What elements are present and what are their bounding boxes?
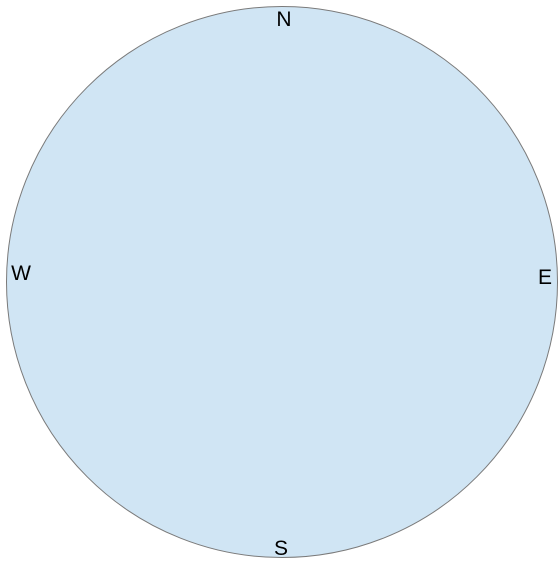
compass-disc bbox=[6, 6, 558, 558]
east-label: E bbox=[538, 266, 552, 289]
south-label: S bbox=[274, 537, 288, 560]
north-label: N bbox=[276, 8, 291, 31]
west-label: W bbox=[11, 262, 31, 285]
